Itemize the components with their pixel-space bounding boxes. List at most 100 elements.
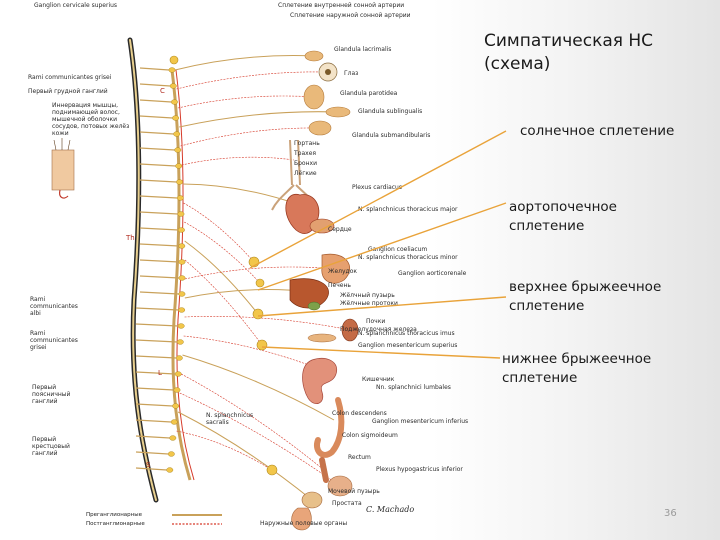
label-right-12: N. splanchnicus thoracicus major: [358, 206, 458, 213]
skin-vessel: [59, 189, 69, 199]
segment-l: L: [158, 369, 162, 377]
ramus-communicans: [135, 451, 169, 455]
rectum: [319, 457, 329, 483]
label-right-26: Nn. splanchnici lumbales: [376, 384, 451, 391]
skin-inset: [51, 149, 75, 191]
gallbladder: [307, 301, 321, 311]
ramus-communicans: [139, 115, 173, 119]
leader-inferior-mesenteric-plexus: [261, 346, 501, 359]
label-left-8: N. splanchnicus sacralis: [206, 412, 254, 426]
prostate: [301, 491, 323, 509]
label-right-24: Ganglion mesentericum superius: [358, 342, 458, 349]
ramus-communicans: [139, 179, 177, 183]
nerve-fiber: [174, 55, 315, 71]
label-right-4: Glandula parotidea: [340, 90, 398, 97]
label-right-34: Наружные половые органы: [260, 520, 348, 527]
nerve-fiber: [180, 127, 321, 147]
kidney: [341, 318, 359, 342]
trunk-ganglia: [166, 67, 186, 473]
label-right-6: Glandula submandibularis: [352, 132, 431, 139]
label-left-3: Иннервация мышцы, поднимающей волос, мыш…: [52, 102, 130, 137]
ramus-communicans: [139, 67, 170, 71]
segment-s: S: [146, 461, 151, 469]
leader-aorticorenal-plexus: [257, 202, 507, 291]
label-right-31: Plexus hypogastricus inferior: [376, 466, 463, 473]
label-right-13: Сердце: [328, 226, 352, 233]
label-right-0: Сплетение внутренней сонной артерии: [278, 2, 405, 9]
label-right-16: Желудок: [328, 268, 357, 275]
sympathetic-nervous-system-diagram: Ganglion cervicale superius Rami communi…: [22, 0, 468, 540]
label-right-32: Мочевой пузырь: [328, 488, 380, 495]
ramus-communicans: [135, 355, 177, 359]
heart-lower: [309, 218, 335, 234]
nerve-fiber: [182, 354, 335, 421]
label-left-6: Первый поясничный ганглий: [32, 384, 71, 405]
label-right-28: Ganglion mesentericum inferius: [372, 418, 469, 425]
ramus-communicans: [135, 467, 167, 471]
label-right-9: Бронхи: [294, 160, 317, 167]
ramus-communicans: [135, 307, 179, 311]
rami-communicantes: [135, 67, 180, 471]
slide-title: Симпатическая НС (схема): [484, 30, 704, 76]
liver: [289, 278, 329, 309]
label-right-33: Простата: [332, 500, 362, 507]
nerve-fiber: [177, 411, 313, 501]
label-right-2: Glandula lacrimalis: [334, 46, 392, 53]
label-right-29: Colon sigmoideum: [342, 432, 398, 439]
parotid-gland: [303, 84, 325, 110]
label-left-7: Первый крестцовый ганглий: [32, 436, 70, 457]
superior-cervical-ganglion-node: [169, 55, 179, 65]
label-left-2: Первый грудной ганглий: [28, 88, 108, 95]
trachea: [289, 139, 301, 186]
sublingual-gland: [325, 106, 351, 118]
ramus-communicans: [139, 291, 179, 295]
label-right-27: Colon descendens: [332, 410, 387, 417]
skin-inset-hair: [53, 138, 71, 151]
nerve-fiber: [183, 202, 255, 263]
label-right-15: N. splanchnicus thoracicus minor: [358, 254, 458, 261]
label-right-14: Ganglion coeliacum: [368, 246, 428, 253]
callout-superior-mesenteric-plexus: верхнее брыжеечное сплетение: [509, 279, 662, 314]
postganglionic-fibers: [174, 55, 351, 501]
nerve-fiber: [184, 259, 263, 346]
urinary-bladder: [327, 475, 353, 497]
nerve-fiber: [181, 373, 325, 471]
ramus-communicans: [139, 259, 179, 263]
segment-th: Th: [126, 234, 135, 242]
slide-title-line1: Симпатическая НС: [484, 31, 654, 51]
ramus-communicans: [139, 147, 175, 151]
ramus-communicans: [139, 99, 172, 103]
eye-pupil: [325, 69, 331, 75]
ramus-communicans: [135, 339, 178, 343]
ramus-communicans: [139, 163, 176, 167]
label-right-10: Лёгкие: [294, 170, 317, 177]
hypogastric-plexus: [266, 464, 278, 476]
label-right-21: Почки: [366, 318, 386, 325]
ramus-communicans: [135, 371, 176, 375]
external-genitalia: [291, 507, 312, 531]
callout-inferior-mesenteric-plexus: нижнее брыжеечное сплетение: [502, 351, 652, 386]
nerve-fiber: [179, 111, 339, 128]
nerve-fiber: [181, 156, 295, 166]
page-number: 36: [664, 508, 677, 519]
label-right-30: Rectum: [348, 454, 371, 461]
nerve-fiber: [184, 240, 259, 315]
ramus-communicans: [139, 83, 171, 87]
label-left-1: Rami communicantes grisei: [28, 74, 112, 81]
ramus-communicans: [135, 387, 174, 391]
label-right-22: Поджелудочная железа: [340, 326, 417, 333]
ramus-communicans: [135, 435, 170, 439]
label-right-11: Plexus cardiacus: [352, 184, 402, 191]
nerve-fiber: [184, 266, 323, 280]
segment-c: C: [160, 87, 165, 95]
label-right-17: Ganglion aorticorenale: [398, 270, 467, 277]
ramus-communicans: [139, 131, 174, 135]
label-left-5: Rami communicantes grisei: [30, 330, 78, 351]
label-right-3: Глаз: [344, 70, 359, 77]
nerve-fiber: [184, 221, 261, 284]
label-right-19: Жёлчный пузырь: [340, 292, 395, 299]
leader-solar-plexus: [249, 130, 507, 269]
slide-title-line2: (схема): [484, 54, 551, 74]
sympathetic-trunk-red: [175, 69, 195, 481]
ramus-communicans: [139, 195, 178, 199]
